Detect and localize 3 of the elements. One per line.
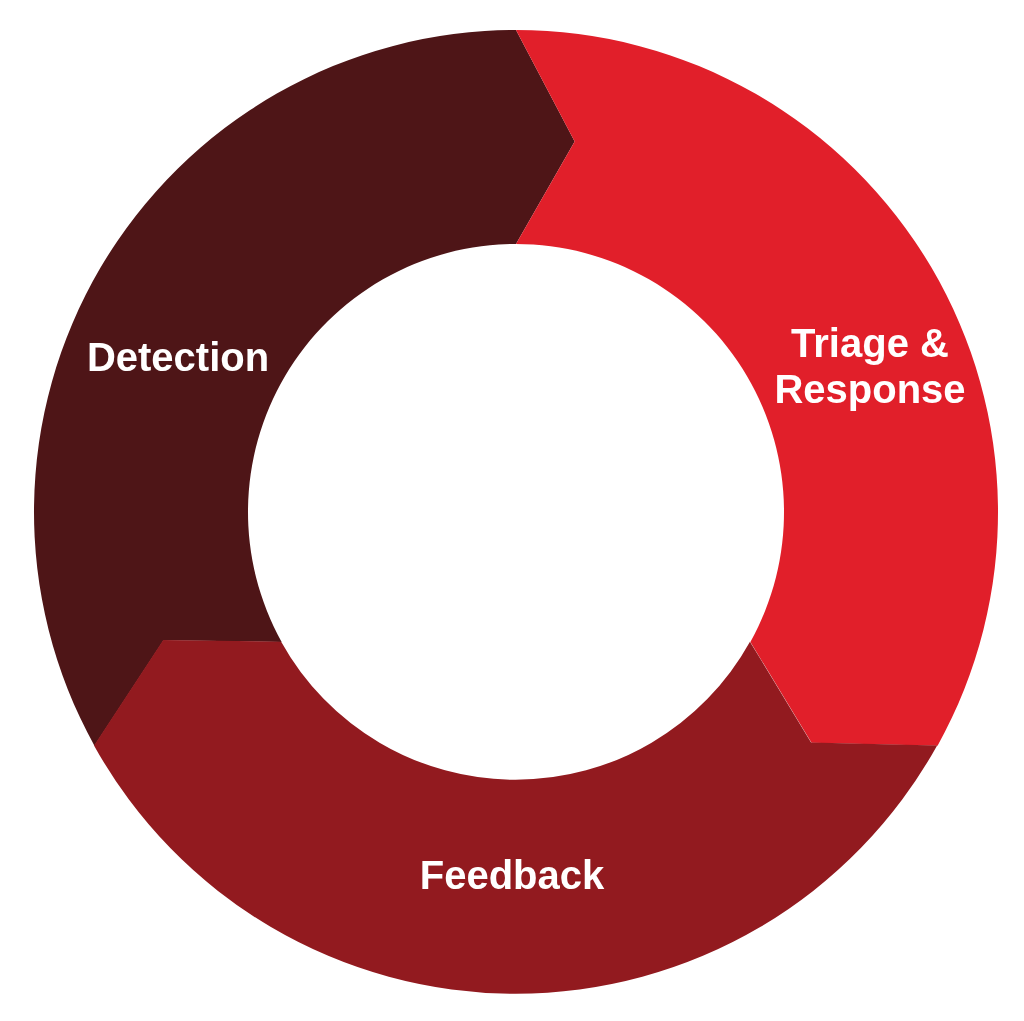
segment-label: Triage & Response	[773, 320, 967, 412]
segment-label: Feedback	[418, 852, 606, 898]
segment-label: Detection	[85, 334, 271, 380]
